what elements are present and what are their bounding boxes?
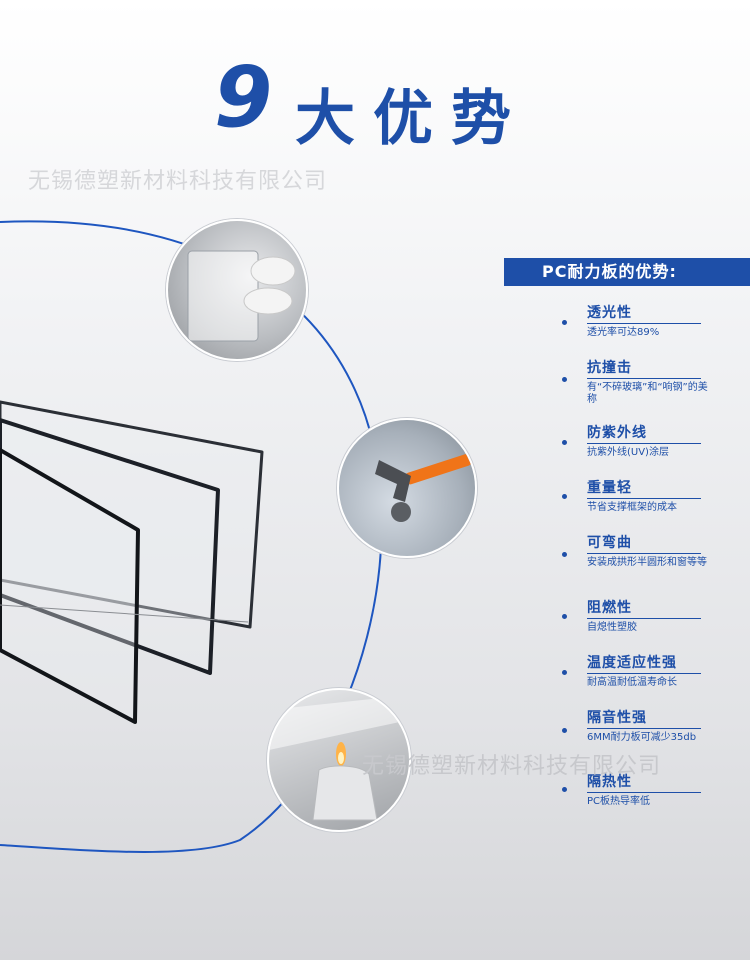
feature-name: 重量轻 [587,479,701,499]
feature-desc: 自熄性塑胶 [587,622,637,633]
feature-name: 抗撞击 [587,359,701,379]
page-title: 9 大优势 [0,48,750,154]
feature-item: 可弯曲 安装成拱形半圆形和窗等等 [587,534,747,569]
bullet-icon [562,787,567,792]
bullet-icon [562,552,567,557]
bullet-icon [562,320,567,325]
feature-name: 隔音性强 [587,709,701,729]
pc-plates [0,400,264,724]
bullet-icon [562,377,567,382]
feature-name: 透光性 [587,304,701,324]
photo-hammer-impact [337,418,477,558]
feature-desc: 安装成拱形半圆形和窗等等 [587,557,707,568]
feature-item: 温度适应性强 耐高温耐低温寿命长 [587,654,747,689]
panel-header: PC耐力板的优势: [504,258,750,286]
feature-desc: 耐高温耐低温寿命长 [587,677,677,688]
bullet-icon [562,728,567,733]
feature-item: 透光性 透光率可达89% [587,304,747,339]
feature-name: 可弯曲 [587,534,701,554]
watermark-top: 无锡德塑新材料科技有限公司 [28,169,328,194]
feature-desc: 6MM耐力板可减少35db [587,732,697,743]
feature-desc: PC板热导率低 [587,796,651,807]
photo-lighter-flame [267,688,411,832]
bullet-icon [562,670,567,675]
feature-desc: 有“不碎玻璃”和“响钢”的美称 [587,382,708,405]
watermark-bottom: 无锡德塑新材料科技有限公司 [362,754,662,779]
feature-desc: 抗紫外线(UV)涂层 [587,447,669,458]
feature-item: 防紫外线 抗紫外线(UV)涂层 [587,424,747,459]
title-text: 大优势 [295,84,529,154]
feature-name: 防紫外线 [587,424,701,444]
feature-item: 重量轻 节省支撑框架的成本 [587,479,747,514]
feature-name: 阻燃性 [587,599,701,619]
photo-hands-bending-sheet [166,219,308,361]
feature-desc: 透光率可达89% [587,327,660,338]
title-number: 9 [214,48,275,146]
bullet-icon [562,494,567,499]
feature-item: 抗撞击 有“不碎玻璃”和“响钢”的美称 [587,359,747,406]
bullet-icon [562,614,567,619]
feature-item: 隔热性 PC板热导率低 [587,773,747,808]
feature-item: 隔音性强 6MM耐力板可减少35db [587,709,747,744]
feature-name: 隔热性 [587,773,701,793]
feature-item: 阻燃性 自熄性塑胶 [587,599,747,634]
feature-desc: 节省支撑框架的成本 [587,502,677,513]
bullet-icon [562,440,567,445]
feature-name: 温度适应性强 [587,654,701,674]
